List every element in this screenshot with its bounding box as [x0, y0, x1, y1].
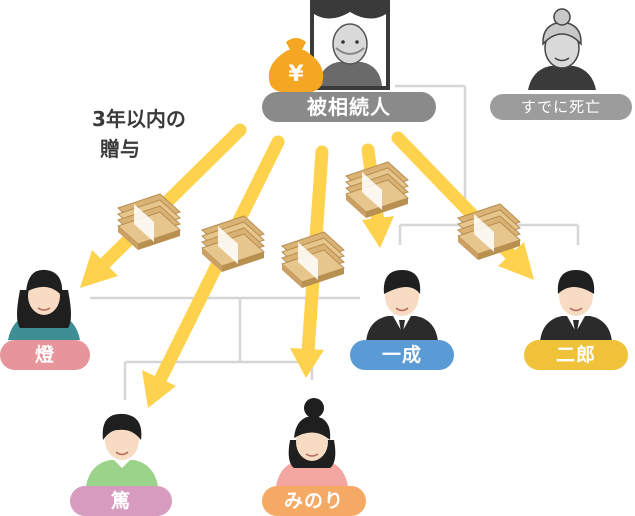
label-issei: 一成 [350, 340, 454, 370]
spouse-avatar [528, 8, 596, 90]
yen-symbol: ¥ [288, 62, 304, 87]
akari-avatar [8, 269, 80, 340]
minori-avatar [276, 398, 348, 486]
label-jiro: 二郎 [524, 340, 628, 370]
arrow-head-jiro [498, 242, 534, 280]
label-atsu: 篤 [70, 486, 172, 516]
money-bundle-minori [281, 231, 345, 289]
money-bundle-issei [345, 161, 409, 219]
label-spouse-deceased: すでに死亡 [490, 94, 632, 120]
label-deceased: 被相続人 [262, 92, 436, 122]
label-minori: みのり [262, 486, 366, 516]
gift-note-line1: 3年以内の [92, 107, 186, 131]
deceased-portrait [310, 0, 390, 90]
arrow-head-minori [290, 348, 324, 378]
gift-note: 3年以内の 贈与 [92, 104, 212, 164]
arrow-head-issei [362, 216, 394, 248]
arrow-to-akari [97, 123, 247, 271]
money-bag-icon: ¥ [268, 38, 324, 94]
jiro-avatar [540, 270, 612, 342]
arrow-head-atsu [142, 370, 176, 408]
issei-avatar [366, 270, 438, 342]
atsu-avatar [86, 413, 158, 486]
label-akari: 燈 [0, 340, 90, 370]
arrow-head-akari [80, 250, 118, 288]
gift-note-line2: 贈与 [100, 137, 140, 161]
